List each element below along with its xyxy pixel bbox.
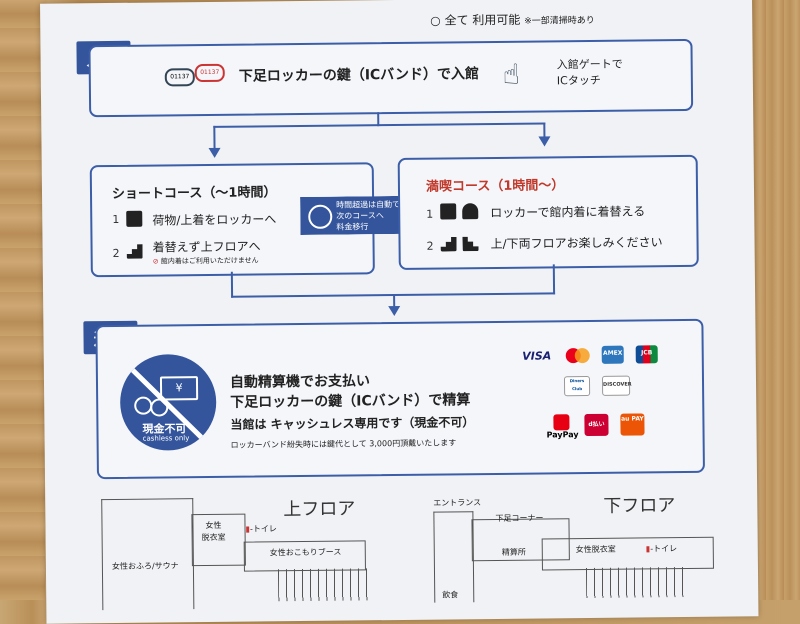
no-cash-icon: ¥ 現金不可 cashless only xyxy=(119,353,217,451)
upper-floor-map: 女性 脱衣室 ▮-トイレ 女性おふろ/サウナ 女性おこもりブース xyxy=(40,0,752,611)
discover-logo-icon: DISCOVER xyxy=(601,375,632,396)
change-clothes-icon xyxy=(462,203,479,220)
short-step2-text: 着替えず上フロアへ xyxy=(152,239,261,255)
gate-text-1: 入館ゲートで xyxy=(556,57,623,72)
arrow-down-icon xyxy=(538,136,551,147)
locker-icon xyxy=(440,203,457,220)
clock-icon xyxy=(308,205,332,229)
gate-text-2: ICタッチ xyxy=(556,73,601,88)
connector-line xyxy=(213,125,216,150)
stairs-up-icon xyxy=(440,235,456,251)
booth-grid xyxy=(277,568,369,602)
diners-logo-icon: Diners Club xyxy=(563,375,591,397)
exit-line1: 自動精算機でお支払い xyxy=(229,373,371,391)
lower-women-locker-label: 女性脱衣室 xyxy=(575,544,616,555)
connector-line xyxy=(213,122,546,128)
mastercard-logo-icon xyxy=(564,346,592,366)
cashless-line: 当館は キャッシュレス専用です（現金不可） xyxy=(230,413,474,433)
lower-shoe-corner-label: 下足コーナー xyxy=(495,513,544,523)
lower-floor-title: 下フロア xyxy=(603,495,676,517)
circle-icon: ○ xyxy=(430,13,441,28)
lower-entrance-label: エントランス xyxy=(433,498,482,508)
upper-women-locker-2: 脱衣室 xyxy=(201,532,226,543)
toilet-icon: ▮ xyxy=(245,524,250,534)
cashless-prefix: 当館は xyxy=(230,417,267,432)
prohibited-icon: ⊘ xyxy=(152,257,159,266)
short-step1-text: 荷物/上着をロッカーへ xyxy=(152,212,277,228)
lower-floor-map: エントランス 下足コーナー 精算所 女性脱衣室 ▮-トイレ 飲食 xyxy=(40,0,752,603)
hand-tap-icon: ☝ xyxy=(502,57,521,91)
paypay-logo-icon xyxy=(553,414,570,431)
amex-logo-icon: AMEX xyxy=(601,345,624,364)
visa-logo-icon: VISA xyxy=(522,349,552,363)
banknote-icon: ¥ xyxy=(159,376,199,401)
luggage-icon xyxy=(126,210,143,227)
full-step2-text: 上/下両フロアお楽しみください xyxy=(490,235,663,252)
step-number: 2 xyxy=(112,246,120,260)
coin-icon xyxy=(150,398,169,417)
lower-toilet: ▮-トイレ xyxy=(645,544,678,554)
cashless-main: キャッシュレス専用です（現金不可） xyxy=(270,415,475,432)
band-number-left: 01137 xyxy=(164,68,195,87)
connector-line xyxy=(230,271,234,298)
arrow-down-icon xyxy=(388,305,401,317)
upper-toilet: ▮-トイレ xyxy=(245,524,277,534)
full-course-title: 満喫コース（1時間〜） xyxy=(425,178,565,195)
upper-bath-label: 女性おふろ/サウナ xyxy=(111,561,179,572)
full-step1-text: ロッカーで館内着に着替える xyxy=(490,204,646,221)
map-wall xyxy=(541,536,714,571)
d-barai-logo-icon: d払い xyxy=(584,413,609,437)
stairs-up-icon xyxy=(127,243,143,259)
exit-line2: 下足ロッカーの鍵（ICバンド）で精算 xyxy=(230,392,471,411)
upper-booth-label: 女性おこもりブース xyxy=(269,547,342,558)
cashless-only-label: cashless only xyxy=(142,434,190,443)
map-wall xyxy=(101,498,195,611)
transfer-line2: 次のコースへ xyxy=(336,211,384,221)
wood-background-left xyxy=(0,0,45,600)
lower-toilet-label: トイレ xyxy=(653,544,678,554)
locker-grid xyxy=(585,566,687,599)
short-note-text: 館内着はご利用いただけません xyxy=(160,256,259,266)
upper-women-locker-1: 女性 xyxy=(205,520,222,531)
entry-main-text: 下足ロッカーの鍵（ICバンド）で入館 xyxy=(238,66,480,85)
lost-band-note: ロッカーバンド紛失時には鍵代として 3,000円頂戴いたします xyxy=(230,438,457,450)
toilet-icon: ▮ xyxy=(645,544,651,554)
availability-note: ※一部清掃時あり xyxy=(524,15,595,27)
short-note: ⊘ 館内着はご利用いただけません xyxy=(153,255,259,266)
availability-line: ○ 全て 利用可能 ※一部清掃時あり xyxy=(430,10,595,29)
exit-box: ¥ 現金不可 cashless only 自動精算機でお支払い 下足ロッカーの鍵… xyxy=(95,318,705,480)
paypay-label: PayPay xyxy=(546,430,579,440)
jcb-logo-icon: JCB xyxy=(635,345,658,364)
transfer-line1: 時間超過は自動で xyxy=(336,199,401,210)
info-sheet: ○ 全て 利用可能 ※一部清掃時あり 入館 01137 01137 下足ロッカー… xyxy=(40,0,759,624)
step-number: 2 xyxy=(426,239,434,253)
step-number: 1 xyxy=(112,212,120,226)
lower-payment-label: 精算所 xyxy=(501,547,526,557)
step-number: 1 xyxy=(426,207,434,221)
au-pay-logo-icon: au PAY xyxy=(620,413,645,436)
full-course-box: 満喫コース（1時間〜） 1 ロッカーで館内着に着替える 2 上/下両フロアお楽し… xyxy=(397,154,699,270)
stairs-down-icon xyxy=(462,235,478,251)
availability-text: 全て 利用可能 xyxy=(444,12,521,28)
short-course-title: ショートコース（〜1時間） xyxy=(111,185,277,202)
lower-food-label: 飲食 xyxy=(442,590,459,600)
band-number-right: 01137 xyxy=(194,63,225,83)
ic-band-icon: 01137 01137 xyxy=(164,60,227,91)
connector-line xyxy=(552,264,556,295)
transfer-line3: 料金移行 xyxy=(336,222,369,232)
entry-box: 01137 01137 下足ロッカーの鍵（ICバンド）で入館 ☝ 入館ゲートで … xyxy=(88,38,694,118)
upper-toilet-label: トイレ xyxy=(252,524,277,534)
arrow-down-icon xyxy=(208,147,221,158)
paypay-logo: PayPay xyxy=(546,414,579,448)
upper-floor-title: 上フロア xyxy=(283,498,356,521)
